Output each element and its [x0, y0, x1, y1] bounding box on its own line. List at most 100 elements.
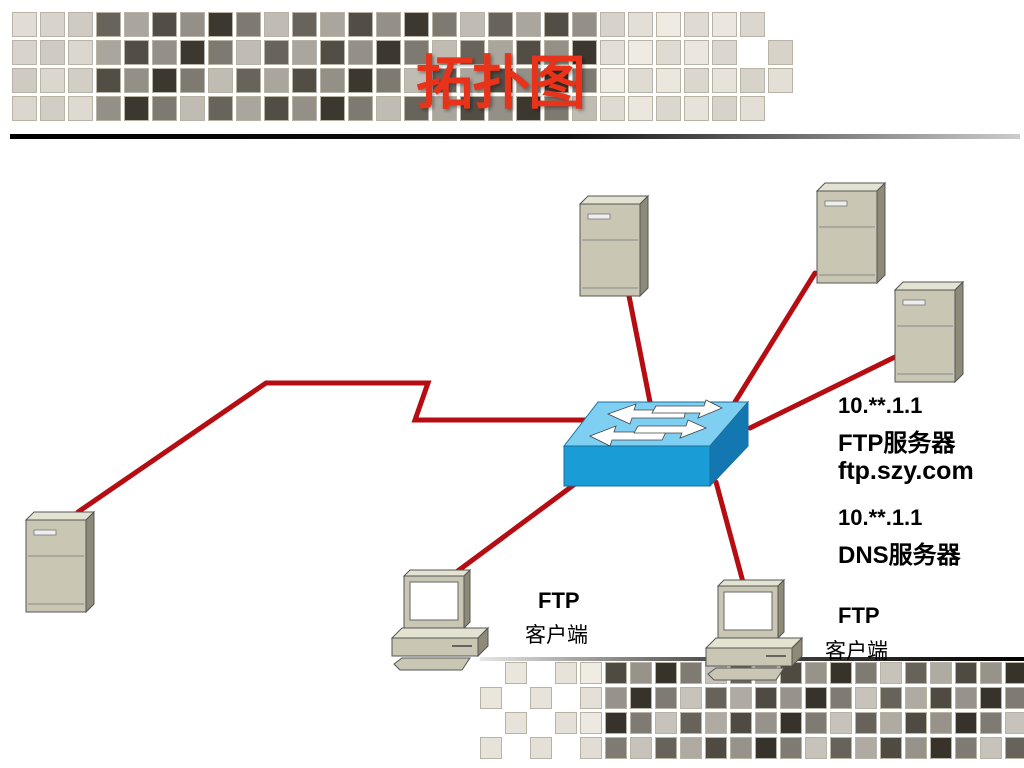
mosaic-tile: [1005, 737, 1024, 759]
mosaic-tile: [705, 737, 727, 759]
mosaic-tile: [264, 96, 289, 121]
mosaic-tile: [880, 712, 902, 734]
mosaic-tile: [404, 96, 429, 121]
mosaic-tile: [630, 687, 652, 709]
mosaic-tile: [208, 96, 233, 121]
mosaic-tile: [855, 662, 877, 684]
mosaic-tile: [930, 662, 952, 684]
mosaic-tile: [930, 712, 952, 734]
mosaic-tile: [684, 68, 709, 93]
mosaic-tile: [980, 687, 1002, 709]
mosaic-tile: [572, 12, 597, 37]
mosaic-tile: [180, 96, 205, 121]
mosaic-tile: [124, 96, 149, 121]
mosaic-tile: [40, 12, 65, 37]
mosaic-tile: [516, 96, 541, 121]
mosaic-tile: [432, 40, 457, 65]
mosaic-tile: [768, 40, 793, 65]
mosaic-tile: [488, 96, 513, 121]
mosaic-tile: [40, 40, 65, 65]
mosaic-tile: [320, 40, 345, 65]
mosaic-tile: [628, 12, 653, 37]
mosaic-tile: [830, 712, 852, 734]
mosaic-tile: [152, 12, 177, 37]
mosaic-tile: [68, 96, 93, 121]
mosaic-tile: [705, 687, 727, 709]
header-divider: [10, 134, 1020, 139]
mosaic-tile: [980, 737, 1002, 759]
mosaic-tile: [780, 687, 802, 709]
mosaic-tile: [880, 687, 902, 709]
client-left-role-label: 客户端: [525, 623, 588, 647]
mosaic-tile: [292, 96, 317, 121]
mosaic-tile: [480, 687, 502, 709]
mosaic-tile: [376, 96, 401, 121]
mosaic-tile: [740, 96, 765, 121]
mosaic-tile: [320, 12, 345, 37]
mosaic-tile: [905, 662, 927, 684]
mosaic-tile: [12, 68, 37, 93]
mosaic-tile: [630, 737, 652, 759]
ftp-server-role-label: FTP服务器: [838, 430, 956, 457]
mosaic-tile: [930, 687, 952, 709]
mosaic-tile: [680, 687, 702, 709]
mosaic-tile: [855, 687, 877, 709]
mosaic-tile: [264, 40, 289, 65]
mosaic-tile: [600, 12, 625, 37]
mosaic-tile: [236, 40, 261, 65]
mosaic-tile: [544, 68, 569, 93]
mosaic-tile: [320, 68, 345, 93]
mosaic-tile: [320, 96, 345, 121]
mosaic-tile: [600, 68, 625, 93]
ftp-server-domain-label: ftp.szy.com: [838, 457, 974, 485]
mosaic-tile: [404, 40, 429, 65]
mosaic-tile: [68, 68, 93, 93]
mosaic-tile: [348, 12, 373, 37]
mosaic-tile: [208, 12, 233, 37]
mosaic-tile: [830, 662, 852, 684]
mosaic-tile: [572, 68, 597, 93]
mosaic-tile: [180, 68, 205, 93]
mosaic-tile: [655, 737, 677, 759]
mosaic-tile: [516, 12, 541, 37]
mosaic-tile: [955, 737, 977, 759]
ftp-server-ip-label: 10.**.1.1: [838, 393, 923, 418]
mosaic-tile: [12, 40, 37, 65]
mosaic-tile: [880, 737, 902, 759]
mosaic-tile: [124, 40, 149, 65]
link-server-top: [626, 293, 653, 405]
mosaic-tile: [544, 12, 569, 37]
server-icon: [579, 195, 649, 297]
mosaic-tile: [580, 712, 602, 734]
mosaic-tile: [580, 687, 602, 709]
mosaic-tile: [655, 687, 677, 709]
mosaic-tile: [432, 12, 457, 37]
mosaic-tile: [628, 40, 653, 65]
mosaic-tile: [680, 737, 702, 759]
mosaic-tile: [236, 12, 261, 37]
mosaic-tile: [292, 12, 317, 37]
mosaic-tile: [544, 40, 569, 65]
mosaic-tile: [630, 712, 652, 734]
mosaic-tile: [905, 737, 927, 759]
mosaic-tile: [880, 662, 902, 684]
mosaic-tile: [680, 712, 702, 734]
mosaic-tile: [208, 68, 233, 93]
mosaic-tile: [755, 712, 777, 734]
mosaic-tile: [684, 40, 709, 65]
mosaic-tile: [712, 40, 737, 65]
mosaic-tile: [628, 96, 653, 121]
mosaic-tile: [580, 737, 602, 759]
mosaic-tile: [460, 40, 485, 65]
mosaic-tile: [12, 96, 37, 121]
dns-server-role-label: DNS服务器: [838, 542, 961, 569]
mosaic-tile: [404, 12, 429, 37]
client-right-protocol-label: FTP: [838, 603, 880, 628]
mosaic-tile: [516, 68, 541, 93]
mosaic-tile: [376, 40, 401, 65]
mosaic-tile: [655, 712, 677, 734]
link-server-upper-right: [732, 270, 818, 405]
mosaic-tile: [404, 68, 429, 93]
mosaic-tile: [655, 662, 677, 684]
